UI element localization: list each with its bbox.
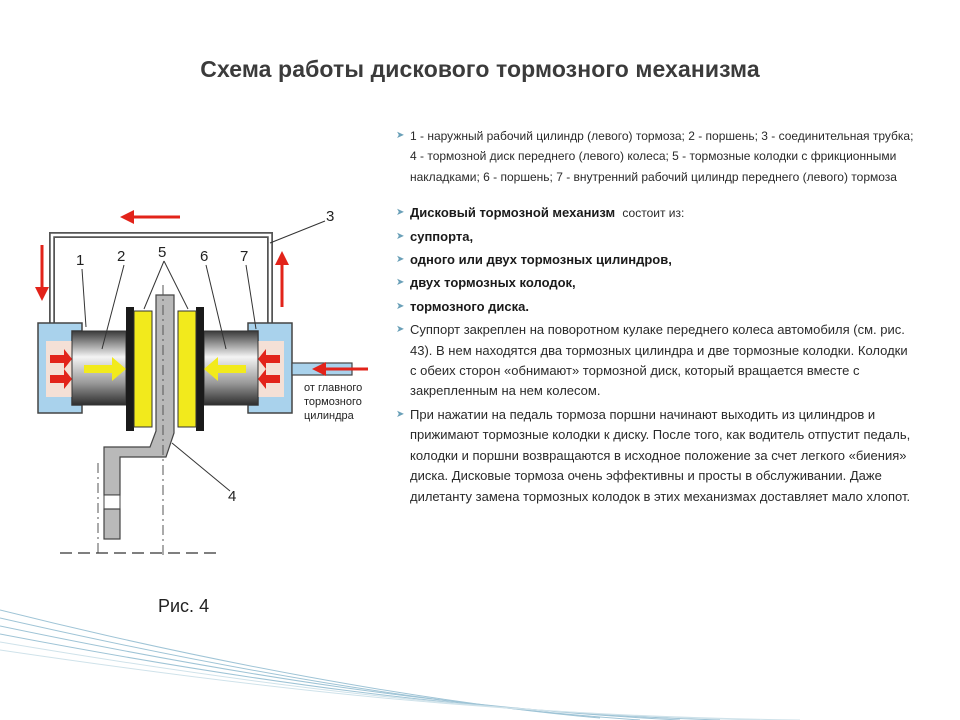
list-item: ➤При нажатии на педаль тормоза поршни на… — [396, 406, 911, 504]
label-7: 7 — [240, 248, 248, 265]
bullet-icon: ➤ — [396, 408, 405, 420]
list-item: ➤одного или двух тормозных цилиндров, — [396, 250, 916, 270]
bullet-icon: ➤ — [396, 230, 405, 242]
disc-brake-diagram: 1 2 5 6 7 3 4 от главного тормозного цил… — [35, 208, 368, 557]
content-list: ➤1 - наружный рабочий цилиндр (левого) т… — [396, 126, 916, 510]
master-label-0: от главного — [304, 382, 362, 394]
slide-title: Схема работы дискового тормозного механи… — [200, 56, 760, 82]
list-item: ➤суппорта, — [396, 227, 916, 247]
list-item: ➤двух тормозных колодок, — [396, 273, 916, 293]
label-1: 1 — [76, 252, 84, 269]
list-item: ➤Суппорт закреплен на поворотном кулаке … — [396, 322, 908, 399]
bullet-icon: ➤ — [396, 277, 405, 289]
bullet-icon: ➤ — [396, 254, 405, 266]
figure-caption: Рис. 4 — [158, 596, 210, 616]
master-label-2: цилиндра — [304, 410, 355, 422]
bullet-icon: ➤ — [396, 324, 405, 336]
bullet-icon: ➤ — [396, 300, 405, 312]
decorative-waves — [0, 609, 801, 720]
label-5: 5 — [158, 244, 166, 261]
bullet-icon: ➤ — [396, 207, 405, 219]
master-label-1: тормозного — [304, 396, 362, 408]
bullet-icon: ➤ — [396, 130, 405, 141]
list-item: ➤тормозного диска. — [396, 297, 916, 317]
list-item: ➤1 - наружный рабочий цилиндр (левого) т… — [396, 126, 916, 187]
label-4: 4 — [228, 488, 236, 505]
label-6: 6 — [200, 248, 208, 265]
label-2: 2 — [117, 248, 125, 265]
list-item: ➤Дисковый тормозной механизм состоит из: — [396, 203, 916, 223]
inner-brake-pad — [177, 310, 197, 428]
outer-brake-pad — [133, 310, 153, 428]
label-3: 3 — [326, 208, 334, 225]
